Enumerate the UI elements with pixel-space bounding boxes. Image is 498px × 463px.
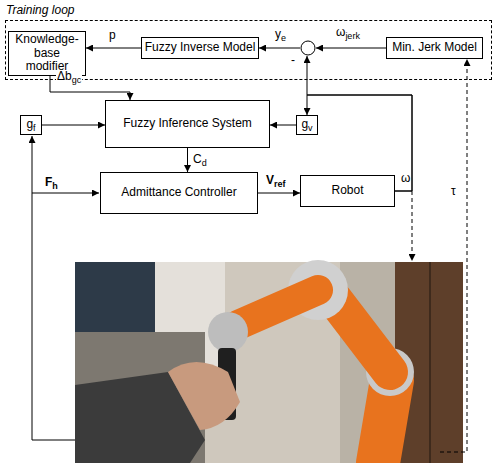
symbol-base: Δb xyxy=(57,69,72,83)
junction-circle xyxy=(301,41,315,55)
operator-hand xyxy=(168,362,240,430)
edge-label: Δbgc xyxy=(56,70,82,83)
node-text: Fuzzy Inverse Model xyxy=(145,41,256,55)
signal-arrow xyxy=(307,56,412,191)
signal-arrow xyxy=(86,48,141,49)
gain-box: gf xyxy=(20,115,42,135)
symbol-subscript: h xyxy=(52,181,58,191)
symbol-subscript: d xyxy=(202,158,207,168)
edge-label: p xyxy=(108,29,117,42)
symbol-base: g xyxy=(301,117,308,131)
photo-wall xyxy=(75,262,463,463)
signal-arrow xyxy=(270,125,296,126)
symbol-subscript: e xyxy=(281,33,286,43)
summing-junction: - xyxy=(300,40,316,56)
signal-arrow xyxy=(187,148,188,172)
node-text: Robot xyxy=(331,184,363,198)
symbol-subscript: ref xyxy=(274,179,286,189)
process-box: Admittance Controller xyxy=(100,172,258,214)
signal-label: τ xyxy=(450,185,457,198)
robot-joint xyxy=(208,312,248,352)
edge-label: Cd xyxy=(192,153,208,166)
signal-arrow xyxy=(259,48,300,49)
edge-label: Vref xyxy=(265,174,287,187)
symbol-base: ω xyxy=(336,25,345,39)
symbol-subscript: jerk xyxy=(345,31,360,41)
torque-wire xyxy=(440,59,467,452)
process-box: Robot xyxy=(300,175,395,207)
feedback-wire xyxy=(412,191,413,261)
symbol-base: y xyxy=(275,27,281,41)
symbol-subscript: f xyxy=(33,123,36,133)
node-text: Fuzzy Inference System xyxy=(123,117,252,131)
edge-label: ye xyxy=(274,28,287,41)
photo-cabinet-door xyxy=(429,262,431,463)
node-text: - xyxy=(291,53,295,67)
node-text: Knowledge-base modifier xyxy=(13,33,81,74)
symbol-base: F xyxy=(45,175,52,189)
region-heading: Training loop xyxy=(6,3,74,17)
symbol-subscript: v xyxy=(308,123,313,133)
signal-wires xyxy=(32,59,467,452)
edge-label: ω xyxy=(400,172,411,185)
robot-link xyxy=(335,300,390,372)
gain-box: gv xyxy=(296,115,318,135)
node-text: gv xyxy=(301,118,312,132)
process-box: Min. Jerk Model xyxy=(386,37,483,59)
signal-arrow xyxy=(316,48,386,49)
symbol-base: g xyxy=(26,117,33,131)
process-box: Fuzzy Inference System xyxy=(105,100,270,148)
junction-outline xyxy=(300,40,316,56)
node-text: Min. Jerk Model xyxy=(392,41,477,55)
robot-photo xyxy=(75,260,463,463)
force-wire xyxy=(32,136,75,440)
symbol-subscript: gc xyxy=(72,75,82,85)
signal-label: Fh xyxy=(44,176,59,189)
symbol-base: C xyxy=(193,152,202,166)
node-text: Admittance Controller xyxy=(121,186,236,200)
symbol-base: V xyxy=(266,173,274,187)
photo-monitor xyxy=(75,262,155,332)
signal-arrow xyxy=(42,125,105,126)
signal-arrow xyxy=(258,193,300,194)
robot-link xyxy=(238,290,318,325)
force-wire xyxy=(32,193,99,194)
node-text: gf xyxy=(26,118,35,132)
edge-label: ωjerk xyxy=(335,26,361,39)
process-box: Fuzzy Inverse Model xyxy=(141,37,259,59)
